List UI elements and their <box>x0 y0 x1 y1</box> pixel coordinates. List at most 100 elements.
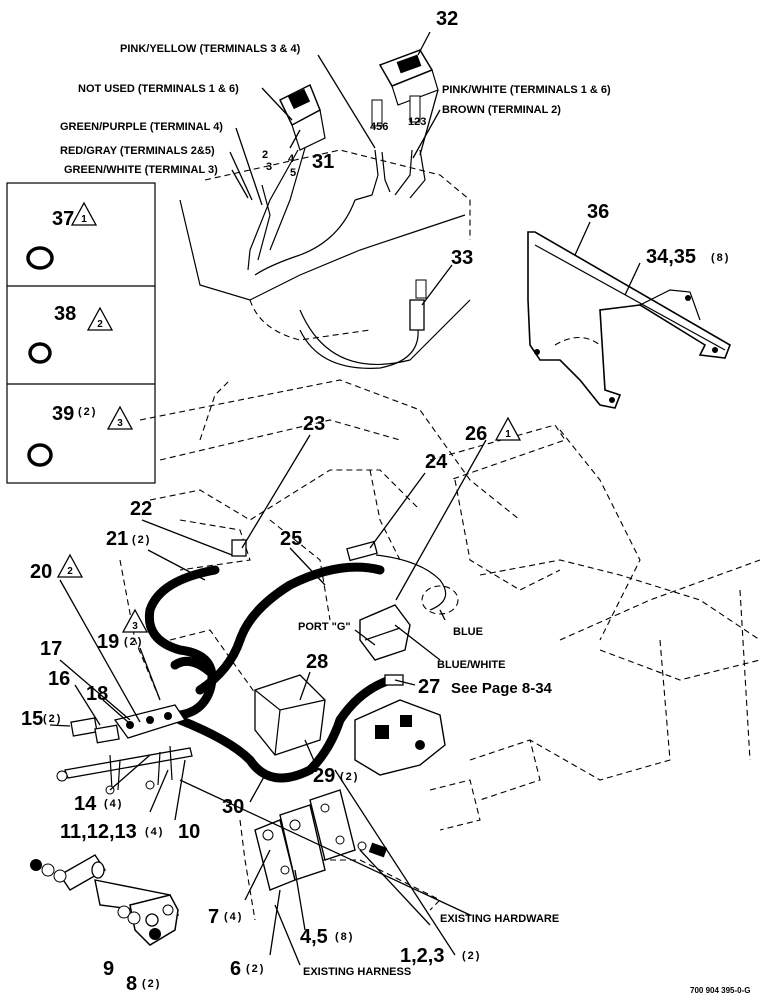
callout-33: 33 <box>451 247 473 269</box>
callout-9: 9 <box>103 958 114 980</box>
callout-16: 16 <box>48 668 70 690</box>
callout-23: 23 <box>303 413 325 435</box>
callout-39: 39 <box>52 403 74 425</box>
note-flag-37-icon: 1 <box>70 201 98 226</box>
document-number: 700 904 395-0-G <box>690 986 751 995</box>
callout-14: 14 <box>74 793 97 815</box>
terminal-group-left: 456 <box>370 121 388 133</box>
qty-21: (2) <box>132 534 151 546</box>
callout-6: 6 <box>230 958 241 980</box>
callout-21: 21 <box>106 528 128 550</box>
callout-22: 22 <box>130 498 152 520</box>
terminal-switch-d: 5 <box>290 167 296 179</box>
label-blue: BLUE <box>453 626 483 638</box>
label-not-used: NOT USED (TERMINALS 1 & 6) <box>78 83 239 95</box>
callout-8: 8 <box>126 973 137 995</box>
note-flag-39-icon: 3 <box>106 405 134 430</box>
terminal-switch-a: 2 <box>262 149 268 161</box>
rocker-switch-32-icon <box>378 49 439 106</box>
note-flag-mid-icon: 3 <box>121 608 149 633</box>
terminal-switch-b: 3 <box>266 161 272 173</box>
qty-7: (4) <box>224 911 243 923</box>
qty-29: (2) <box>340 771 359 783</box>
callout-27: 27 <box>418 676 440 698</box>
callout-11-12-13: 11,12,13 <box>60 821 137 843</box>
note-flag-39-number: 3 <box>117 418 123 429</box>
label-existing-harness: EXISTING HARNESS <box>303 966 411 978</box>
label-existing-hardware: EXISTING HARDWARE <box>440 913 559 925</box>
callout-32: 32 <box>436 8 458 30</box>
qty-15: (2) <box>43 713 62 725</box>
note-flag-26-icon: 1 <box>494 416 522 441</box>
valve-components <box>231 539 459 776</box>
callout-29: 29 <box>313 765 335 787</box>
rocker-switch-31-icon <box>279 83 326 151</box>
qty-8: (2) <box>142 978 161 990</box>
callouts: 32 31 33 36 34,35 (8) 37 38 39 (2) 23 26… <box>21 8 730 995</box>
terminal-numbers: 456 123 2 3 4 5 <box>262 116 426 179</box>
label-blue-white: BLUE/WHITE <box>437 659 505 671</box>
callout-17: 17 <box>40 638 62 660</box>
terminal-group-right: 123 <box>408 116 426 128</box>
hose-21 <box>144 565 220 721</box>
qty-34-35: (8) <box>711 252 730 264</box>
label-green-white: GREEN/WHITE (TERMINAL 3) <box>64 164 218 176</box>
hinge-assembly <box>254 789 388 891</box>
qty-14: (4) <box>104 798 123 810</box>
callout-1-2-3: 1,2,3 <box>400 945 444 967</box>
wire-labels: PINK/YELLOW (TERMINALS 3 & 4) NOT USED (… <box>60 43 611 978</box>
label-green-purple: GREEN/PURPLE (TERMINAL 4) <box>60 121 223 133</box>
qty-1-2-3: (2) <box>462 950 481 962</box>
callout-18: 18 <box>86 683 108 705</box>
qty-11-12-13: (4) <box>145 826 164 838</box>
qty-6: (2) <box>246 963 265 975</box>
left-fittings-assembly <box>56 704 193 795</box>
label-brown: BROWN (TERMINAL 2) <box>442 104 561 116</box>
qty-39: (2) <box>78 406 97 418</box>
o-ring-37-icon <box>26 246 54 270</box>
label-port-g: PORT "G" <box>298 621 351 633</box>
callout-7: 7 <box>208 906 219 928</box>
o-ring-38-icon <box>28 342 52 364</box>
callout-34-35: 34,35 <box>646 246 696 268</box>
note-flag-mid-number: 3 <box>132 621 138 632</box>
connector-33-icon <box>299 279 427 369</box>
note-flag-20-number: 2 <box>67 566 73 577</box>
callout-26: 26 <box>465 423 487 445</box>
o-ring-inset-box <box>6 182 156 484</box>
callout-4-5: 4,5 <box>300 926 328 948</box>
hose-30 <box>175 675 395 783</box>
note-flag-38-number: 2 <box>97 319 103 330</box>
callout-37: 37 <box>52 208 74 230</box>
label-red-gray: RED/GRAY (TERMINALS 2&5) <box>60 145 215 157</box>
callout-19: 19 <box>97 631 119 653</box>
callout-25: 25 <box>280 528 302 550</box>
callout-28: 28 <box>306 651 328 673</box>
callout-15: 15 <box>21 708 43 730</box>
qty-19: (2) <box>124 636 143 648</box>
bracket-kit-8-9 <box>30 854 180 946</box>
o-ring-39-icon <box>27 443 53 467</box>
hydraulic-hoses <box>144 562 395 783</box>
note-flag-38-icon: 2 <box>86 306 114 331</box>
bracket-36-icon <box>527 231 731 409</box>
callout-24: 24 <box>425 451 448 473</box>
note-flag-20-icon: 2 <box>56 553 84 578</box>
label-pink-yellow: PINK/YELLOW (TERMINALS 3 & 4) <box>120 43 301 55</box>
note-flag-37-number: 1 <box>81 214 87 225</box>
note-flag-26-number: 1 <box>505 429 511 440</box>
hose-25 <box>195 562 385 695</box>
note-flags: 1 2 3 2 1 3 <box>56 201 522 633</box>
label-pink-white: PINK/WHITE (TERMINALS 1 & 6) <box>442 84 611 96</box>
callout-20: 20 <box>30 561 52 583</box>
callout-38: 38 <box>54 303 76 325</box>
label-see-page: See Page 8-34 <box>451 680 553 697</box>
switch-panel-assembly <box>179 49 471 369</box>
callout-30: 30 <box>222 796 244 818</box>
callout-31: 31 <box>312 151 334 173</box>
callout-36: 36 <box>587 201 609 223</box>
leader-lines <box>49 31 641 966</box>
terminal-switch-c: 4 <box>288 153 295 165</box>
